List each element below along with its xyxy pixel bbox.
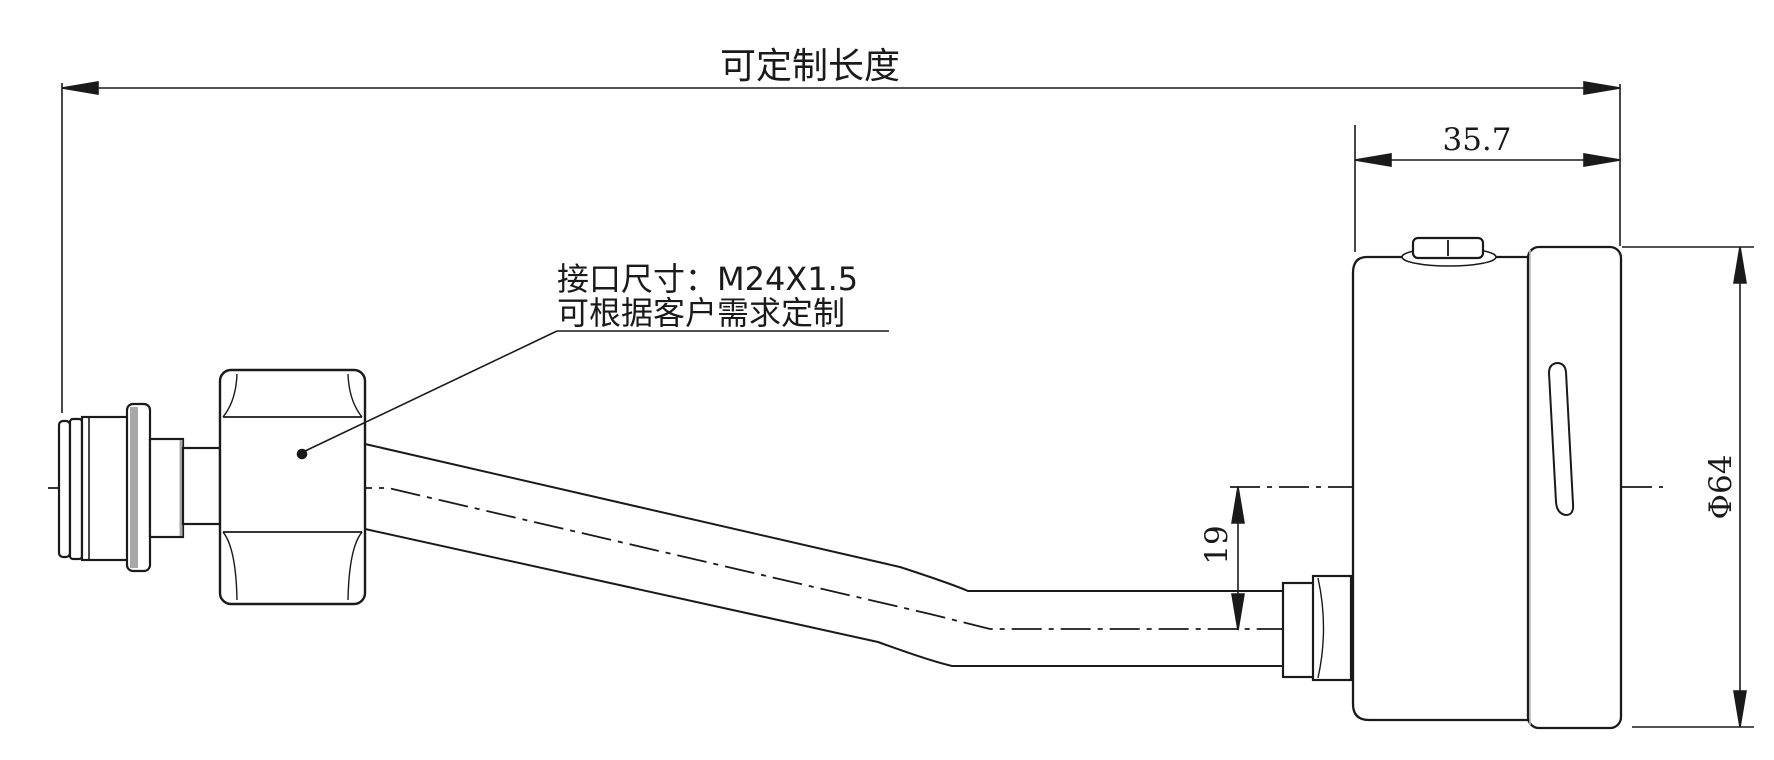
stem-offset-label: 19 bbox=[1199, 525, 1235, 564]
glass-highlight-crescent bbox=[1547, 361, 1575, 517]
tube-bottom-edge bbox=[364, 528, 1284, 667]
arrowhead-left bbox=[61, 81, 99, 95]
arrowhead-bottom bbox=[1733, 690, 1747, 728]
gauge-bezel bbox=[1526, 245, 1623, 730]
tube-centerline bbox=[48, 487, 1383, 630]
step-cylinder-1 bbox=[148, 437, 185, 539]
dimension-stem-offset bbox=[1231, 486, 1245, 631]
capillary-tube bbox=[364, 443, 1284, 667]
stem-fitting bbox=[1281, 574, 1353, 682]
gauge-case bbox=[1351, 255, 1532, 722]
leader-dot bbox=[296, 448, 308, 460]
arrowhead-bottom bbox=[1231, 593, 1245, 631]
annotation-leader bbox=[296, 330, 889, 460]
tube-top-edge bbox=[364, 443, 1284, 592]
arrowhead-left bbox=[1354, 153, 1392, 167]
arrowhead-top bbox=[1733, 246, 1747, 284]
arrowhead-right bbox=[1583, 81, 1621, 95]
flange-shade bbox=[130, 407, 138, 568]
leader-line bbox=[302, 330, 558, 453]
annotation-line1: 接口尺寸：M24X1.5 bbox=[557, 260, 858, 298]
dimension-overall-length bbox=[61, 81, 1621, 413]
gauge-diameter-label: Φ64 bbox=[1703, 455, 1739, 520]
arrowhead-top bbox=[1231, 486, 1245, 524]
stem-nut-chamfer bbox=[1317, 577, 1325, 679]
dimension-gauge-depth bbox=[1354, 84, 1621, 252]
gauge-body bbox=[1351, 236, 1623, 730]
stem-nut-2 bbox=[1311, 574, 1353, 682]
overall-length-label: 可定制长度 bbox=[720, 46, 900, 87]
arrowhead-right bbox=[1583, 153, 1621, 167]
step-cylinder-2 bbox=[181, 446, 222, 526]
hex-nut-chamfer-arcs bbox=[222, 373, 363, 601]
end-ring-2 bbox=[68, 417, 84, 561]
left-fitting bbox=[57, 368, 367, 606]
end-ring-1 bbox=[57, 419, 72, 559]
hex-nut bbox=[218, 368, 367, 606]
annotation-line2: 可根据客户需求定制 bbox=[557, 294, 845, 332]
dimension-gauge-diameter bbox=[1622, 246, 1754, 728]
stem-nut-1 bbox=[1281, 581, 1317, 679]
gauge-depth-label: 35.7 bbox=[1442, 122, 1511, 158]
